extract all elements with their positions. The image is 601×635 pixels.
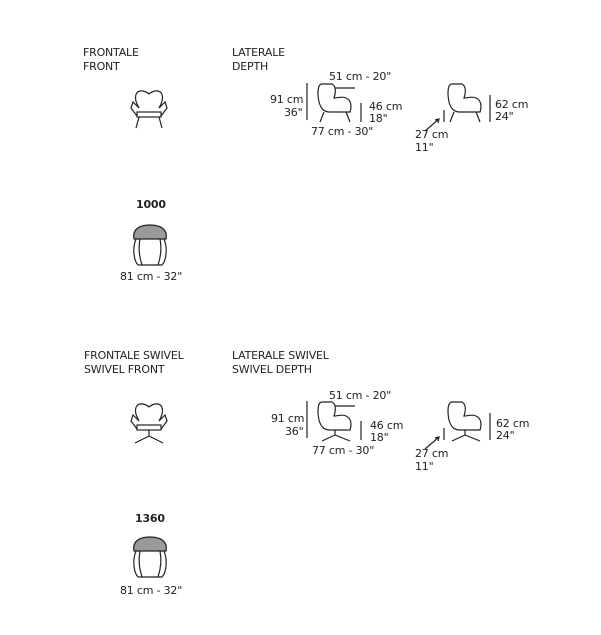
swivel-arm-height-cm-label: 62 cm [496, 417, 530, 430]
front-title-it: FRONTALE [83, 46, 139, 59]
swivel-seat-height-in-label: 18" [370, 431, 389, 444]
swivel-side-chair-drawing-2 [447, 401, 482, 442]
side-title-en: DEPTH [232, 60, 269, 73]
swivel-seat-height-cm-label: 46 cm [370, 419, 404, 432]
seat-depth-label: 51 cm - 20" [329, 70, 392, 83]
swivel-top-view-drawing [133, 536, 167, 578]
swivel-front-title-it: FRONTALE SWIVEL [84, 349, 184, 362]
swivel-height-cm-label: 91 cm [271, 412, 305, 425]
depth-label: 77 cm - 30" [311, 125, 374, 138]
swivel-depth-label: 77 cm - 30" [312, 444, 375, 457]
swivel-width-label: 81 cm - 32" [120, 584, 183, 597]
side-chair-drawing-2 [447, 83, 482, 123]
swivel-side-title-en: SWIVEL DEPTH [232, 363, 312, 376]
side-title-it: LATERALE [232, 46, 285, 59]
side-chair-drawing [317, 83, 352, 123]
width-label: 81 cm - 32" [120, 270, 183, 283]
swivel-side-chair-drawing [317, 401, 352, 442]
front-title-en: FRONT [83, 60, 120, 73]
swivel-arm-height-in-label: 24" [496, 429, 515, 442]
swivel-model-code: 1360 [135, 512, 165, 525]
swivel-side-title-it: LATERALE SWIVEL [232, 349, 329, 362]
swivel-front-title-en: SWIVEL FRONT [84, 363, 165, 376]
height-cm-label: 91 cm [270, 93, 304, 106]
swivel-leg-cm-label: 27 cm [415, 447, 449, 460]
height-in-label: 36" [284, 106, 303, 119]
swivel-height-in-label: 36" [285, 425, 304, 438]
arm-height-cm-label: 62 cm [495, 98, 529, 111]
model-code: 1000 [136, 198, 166, 211]
leg-cm-label: 27 cm [415, 128, 449, 141]
swivel-seat-depth-label: 51 cm - 20" [329, 389, 392, 402]
swivel-leg-in-label: 11" [415, 460, 434, 473]
front-chair-drawing [130, 90, 168, 129]
top-view-drawing [133, 224, 167, 266]
swivel-front-chair-drawing [130, 403, 168, 444]
arm-height-in-label: 24" [495, 110, 514, 123]
leg-in-label: 11" [415, 141, 434, 154]
seat-height-in-label: 18" [369, 112, 388, 125]
seat-height-cm-label: 46 cm [369, 100, 403, 113]
